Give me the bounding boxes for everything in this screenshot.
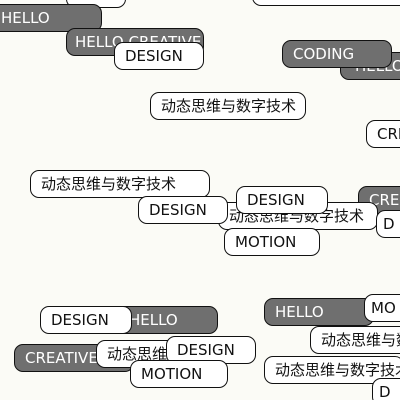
tag-chinese-2: 动态思维与数字技术: [30, 170, 210, 198]
tag-motion: MOTION: [224, 228, 320, 256]
tag-design: DESIGN: [114, 42, 204, 70]
tag-motion-2: MOTION: [130, 360, 228, 388]
tag-d-right: D: [376, 210, 400, 238]
tag-mo-right: MO: [364, 294, 400, 322]
tag-hello: HELLO: [0, 4, 102, 32]
tag-design-3: DESIGN: [138, 196, 228, 224]
tag-d-bottom-right: D: [372, 378, 400, 400]
tag-top-right-empty: [252, 0, 400, 6]
tag-hello-2: HELLO: [264, 298, 374, 326]
tag-cre-right-2: CRE: [358, 186, 400, 214]
tag-chinese-4: 动态思维与数字技术: [310, 326, 400, 354]
tag-chinese-1: 动态思维与数字技术: [150, 92, 306, 120]
tag-design-2: DESIGN: [236, 186, 328, 214]
tag-design-4: DESIGN: [40, 306, 132, 334]
tag-coding: CODING: [282, 40, 392, 68]
tag-cre-right-1: CRE: [366, 120, 400, 148]
